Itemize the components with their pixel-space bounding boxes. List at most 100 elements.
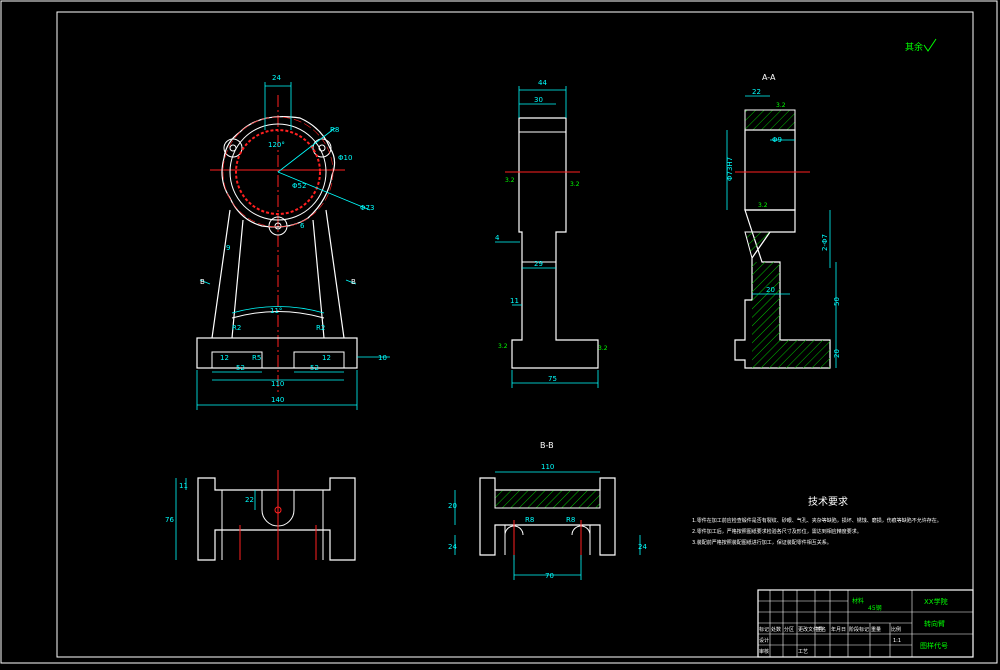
dim-plan-inner: 22 bbox=[245, 496, 254, 504]
leg-left-inner bbox=[231, 219, 244, 339]
bb-slots bbox=[504, 525, 591, 555]
rough-side-bottom-right: 3.2 bbox=[598, 345, 608, 352]
dim-front-outer: Φ52 bbox=[292, 182, 306, 190]
title-block: 标记 处数 分区 更改文件号 签名 年月日 设计 审核 工艺 阶段标记 重量 比… bbox=[757, 589, 974, 658]
tb-design: 设计 bbox=[759, 637, 769, 644]
tb-school: XX学院 bbox=[924, 597, 948, 606]
section-bb-view: B-B 110 20 R8 R8 24 24 70 bbox=[448, 441, 647, 580]
bore-circle bbox=[235, 129, 321, 215]
front-view: 24 120° R8 Φ10 Φ73 Φ52 6 9 11° R2 R2 12 … bbox=[196, 74, 390, 410]
dim-front-hole: 6 bbox=[300, 222, 305, 230]
tb-process: 工艺 bbox=[798, 649, 808, 655]
tb-scale: 1:1 bbox=[893, 638, 901, 644]
tb-zone: 分区 bbox=[784, 626, 794, 633]
dim-aa-top: 22 bbox=[752, 88, 761, 96]
leg-right-outer bbox=[325, 209, 345, 339]
tech-req-item-3: 3.装配前严格按照装配图纸进行加工，保证装配零件相互关系。 bbox=[692, 539, 832, 546]
dim-bb-top: 110 bbox=[541, 463, 554, 471]
dim-front-base-h: 10 bbox=[378, 354, 387, 362]
lug-left bbox=[223, 138, 243, 158]
rough-side-top-left: 3.2 bbox=[505, 177, 515, 184]
plan-outline bbox=[197, 477, 356, 561]
aa-mid-hatch bbox=[744, 231, 771, 260]
dim-front-top: 24 bbox=[272, 74, 281, 82]
base-slots bbox=[211, 351, 345, 368]
dim-bb-r-left: R8 bbox=[525, 516, 534, 524]
tb-sign: 签名 bbox=[816, 626, 826, 633]
dim-side-foot: 11 bbox=[510, 297, 519, 305]
inner-frame bbox=[56, 11, 974, 658]
aa-top-hatch bbox=[744, 109, 796, 131]
dim-front-w110: 110 bbox=[271, 380, 284, 388]
section-bb-title: B-B bbox=[540, 441, 554, 450]
rough-side-top-right: 3.2 bbox=[570, 181, 580, 188]
tb-mark: 标记 bbox=[759, 626, 769, 633]
tb-material-label: 材料 bbox=[852, 597, 864, 605]
section-mark-left: B bbox=[200, 278, 205, 286]
tb-change: 更改文件号 bbox=[798, 626, 823, 633]
dim-plan-height: 76 bbox=[165, 516, 174, 524]
base-block bbox=[196, 337, 358, 369]
dim-aa-bottom-h: 20 bbox=[833, 349, 841, 358]
surface-finish-mark: 其余 bbox=[905, 38, 937, 53]
lug-hole-right bbox=[318, 144, 326, 152]
plan-view: 11 76 22 bbox=[165, 470, 356, 561]
section-aa-title: A-A bbox=[762, 73, 776, 82]
technical-requirements: 技术要求 1.零件在加工前应检查锻件是否有裂纹、砂眼、气孔、夹杂等缺陷，损坏、锈… bbox=[692, 495, 942, 546]
tech-req-item-1: 1.零件在加工前应检查锻件是否有裂纹、砂眼、气孔、夹杂等缺陷，损坏、锈蚀、磨损，… bbox=[692, 517, 942, 524]
tb-count: 处数 bbox=[771, 626, 781, 633]
tb-date: 年月日 bbox=[831, 626, 846, 633]
section-aa-view: A-A 22 Φ9 Φ73H7 2-Φ7 20 50 20 3.2 3.2 bbox=[726, 73, 841, 369]
rough-side-bottom-left: 3.2 bbox=[498, 343, 508, 350]
dim-aa-height: Φ73H7 bbox=[726, 157, 734, 181]
rough-aa-mid: 3.2 bbox=[758, 202, 768, 209]
pitch-circle bbox=[222, 116, 334, 228]
dim-plan-left-top: 11 bbox=[179, 482, 188, 490]
dim-aa-bore: Φ9 bbox=[772, 136, 782, 144]
aa-web-hatch bbox=[752, 262, 780, 340]
tb-scale-label: 比例 bbox=[891, 626, 901, 633]
dim-side-base: 75 bbox=[548, 375, 557, 383]
dim-front-slot-mid: R5 bbox=[252, 354, 261, 362]
dim-front-r8: R8 bbox=[330, 126, 339, 134]
aa-bore-body bbox=[744, 129, 796, 211]
side-view: 44 30 29 4 11 75 3.2 3.2 3.2 3.2 bbox=[495, 79, 608, 388]
tb-weight: 重量 bbox=[871, 626, 881, 633]
dim-front-slot-right: 12 bbox=[322, 354, 331, 362]
rough-aa-top: 3.2 bbox=[776, 102, 786, 109]
dim-bb-right-b: 24 bbox=[638, 543, 647, 551]
leg-right-inner bbox=[312, 219, 325, 339]
bb-top-hatch bbox=[494, 489, 601, 509]
dim-aa-inner: 20 bbox=[766, 286, 775, 294]
dim-bb-r-right: R8 bbox=[566, 516, 575, 524]
tech-req-item-2: 2.零件加工后，严格按照图纸要求检验各尺寸及形位，需达到相应精度要求。 bbox=[692, 528, 862, 535]
dim-front-hole-left: 9 bbox=[226, 244, 230, 252]
dim-front-r-left: R2 bbox=[232, 324, 241, 332]
dim-front-pitch: Φ73 bbox=[360, 204, 374, 212]
aa-foot-hatch bbox=[752, 340, 830, 368]
dim-front-w52-right: 52 bbox=[310, 364, 319, 372]
side-outline bbox=[511, 117, 599, 369]
section-mark-right: B bbox=[351, 278, 356, 286]
tb-stage: 阶段标记 bbox=[849, 626, 869, 633]
dim-front-bore: Φ10 bbox=[338, 154, 352, 162]
dim-side-step: 4 bbox=[495, 234, 500, 242]
tb-review: 审核 bbox=[759, 648, 769, 655]
dim-front-angle: 120° bbox=[268, 141, 285, 149]
bore-outer bbox=[229, 123, 327, 221]
tb-part-name: 转向臂 bbox=[924, 619, 945, 628]
dim-bb-bottom: 70 bbox=[545, 572, 554, 580]
tb-drawing-no: 图样代号 bbox=[920, 641, 948, 650]
dim-front-r-right: R2 bbox=[316, 324, 325, 332]
web-arch bbox=[231, 311, 325, 319]
lug-hole-bottom bbox=[274, 222, 282, 230]
dim-front-angle-legs: 11° bbox=[270, 307, 282, 315]
dim-aa-right-small: 2-Φ7 bbox=[821, 234, 829, 251]
dim-bb-left-b: 24 bbox=[448, 543, 457, 551]
flange-outline bbox=[221, 116, 336, 228]
surface-mark-text: 其余 bbox=[905, 41, 923, 53]
dim-front-w52-left: 52 bbox=[236, 364, 245, 372]
